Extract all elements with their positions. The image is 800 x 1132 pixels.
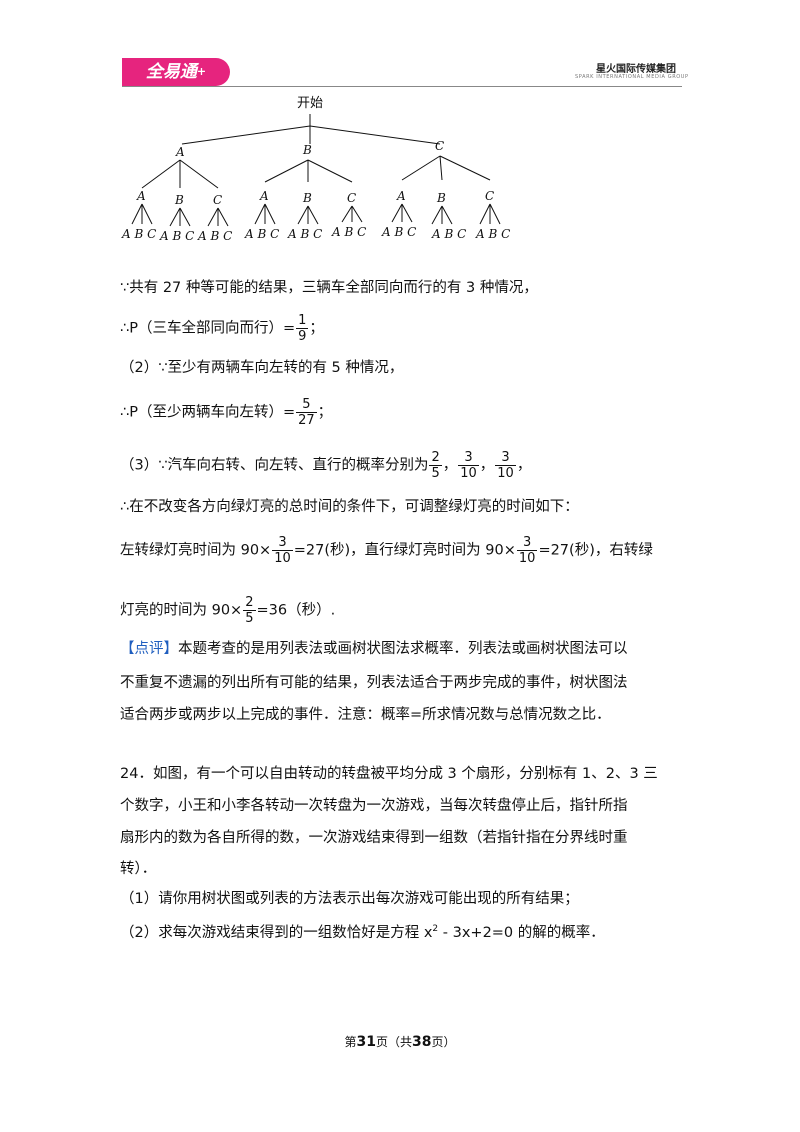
tree-leaf-group: A B C [287, 227, 322, 241]
tree-l2-node: A [396, 189, 406, 203]
fraction-numerator: 3 [516, 535, 538, 551]
fraction-numerator: 3 [272, 535, 293, 551]
brand-logo: 全易通+ [122, 58, 230, 86]
probability-tree-diagram: 开始 A B C A B C A B C A B C A B C A B C A… [121, 96, 510, 243]
line-text: ， [516, 457, 532, 474]
comment-line: 不重复不遗漏的列出所有可能的结果，列表法适合于两步完成的事件，树状图法 [120, 675, 628, 691]
tree-leaf-group: A B C [381, 225, 416, 239]
line-text: ； [317, 404, 333, 421]
comment-line: 适合两步或两步以上完成的事件．注意：概率=所求情况数与总情况数之比． [120, 707, 611, 723]
fraction-numerator: 2 [429, 450, 442, 466]
tree-branches [131, 114, 501, 227]
line-text: ∴P（三车全部同向而行）= [120, 320, 296, 337]
question-part-1: （1）请你用树状图或列表的方法表示出每次游戏可能出现的所有结果； [120, 891, 579, 907]
publisher-name: 星火国际传媒集团 [596, 64, 676, 75]
tree-l2-node: B [302, 191, 312, 205]
footer-text: 页） [431, 1035, 456, 1049]
tree-leaf-group: A B C [244, 227, 279, 241]
fraction-denominator: 10 [518, 551, 536, 566]
tree-leaf-group: A B C [475, 227, 510, 241]
line-text: （2）求每次游戏结束得到的一组数恰好是方程 x [120, 924, 433, 941]
comment-line: 【点评】本题考查的是用列表法或画树状图法求概率．列表法或画树状图法可以 [120, 638, 628, 660]
total-pages: 38 [412, 1034, 432, 1050]
tree-l1-node: C [435, 139, 444, 153]
fraction-denominator: 5 [245, 611, 254, 626]
line-text: =27(秒)，直行绿灯亮时间为 90× [293, 542, 516, 559]
line-text: - 3x+2=0 的解的概率． [438, 924, 605, 941]
page-number: 第31页（共38页） [0, 1033, 800, 1050]
line-text: ； [309, 320, 324, 337]
tree-l2-node: C [347, 191, 356, 205]
fraction-denominator: 10 [274, 551, 291, 566]
publisher-subtitle: SPARK INTERNATIONAL MEDIA GROUP [575, 74, 689, 80]
fraction-numerator: 3 [495, 450, 516, 466]
tree-leaf-group: A B C [121, 227, 156, 241]
line-text: =36（秒）. [256, 602, 336, 619]
question-line: 24．如图，有一个可以自由转动的转盘被平均分成 3 个扇形，分别标有 1、2、3… [120, 766, 658, 782]
solution-line: （2）∵至少有两辆车向左转的有 5 种情况， [120, 360, 404, 376]
comment-tag: 【点评】 [120, 641, 178, 657]
fraction-numerator: 5 [296, 397, 317, 413]
tree-l2-node: C [485, 189, 494, 203]
fraction-denominator: 10 [497, 466, 514, 481]
tree-leaf-group: A B C [431, 227, 466, 241]
fraction-numerator: 1 [296, 313, 309, 329]
tree-l2-node: B [174, 193, 184, 207]
logo-plus: + [196, 65, 207, 78]
fraction-denominator: 10 [460, 466, 477, 481]
solution-line: ∵共有 27 种等可能的结果，三辆车全部同向而行的有 3 种情况， [120, 280, 538, 296]
line-text: ， [479, 457, 495, 474]
footer-text: 第 [344, 1035, 357, 1049]
tree-l2-node: C [213, 193, 222, 207]
line-text: 左转绿灯亮时间为 90× [120, 542, 272, 559]
solution-line: ∴在不改变各方向绿灯亮的总时间的条件下，可调整绿灯亮的时间如下： [120, 499, 579, 515]
question-part-2: （2）求每次游戏结束得到的一组数恰好是方程 x2 - 3x+2=0 的解的概率． [120, 918, 605, 944]
fraction-numerator: 2 [243, 595, 256, 611]
tree-l1-node: B [302, 143, 312, 157]
question-line: 个数字，小王和小李各转动一次转盘为一次游戏，当每次转盘停止后，指针所指 [120, 798, 628, 814]
superscript: 2 [432, 924, 439, 934]
tree-l1-node: A [175, 145, 185, 159]
tree-leaf-group: A B C [159, 229, 194, 243]
comment-text: 本题考查的是用列表法或画树状图法求概率．列表法或画树状图法可以 [178, 641, 628, 657]
line-text: ， [442, 457, 458, 474]
logo-text: 全易通 [145, 62, 197, 82]
fraction-denominator: 27 [298, 413, 315, 428]
line-text: =27(秒)，右转绿 [538, 542, 653, 559]
line-text: ∴P（至少两辆车向左转）= [120, 404, 296, 421]
fraction-numerator: 3 [458, 450, 479, 466]
fraction-denominator: 5 [431, 466, 440, 481]
tree-l2-node: A [136, 189, 146, 203]
tree-root-label: 开始 [297, 96, 323, 111]
current-page: 31 [356, 1034, 376, 1050]
tree-leaf-group: A B C [331, 225, 366, 239]
line-text: 灯亮的时间为 90× [120, 602, 243, 619]
question-line: 转）． [120, 861, 157, 877]
tree-l2-node: B [436, 191, 446, 205]
tree-l2-node: A [259, 189, 269, 203]
header-divider [122, 86, 682, 87]
tree-leaf-group: A B C [197, 229, 232, 243]
question-line: 扇形内的数为各自所得的数，一次游戏结束得到一组数（若指针指在分界线时重 [120, 830, 628, 846]
fraction-denominator: 9 [298, 329, 307, 344]
line-text: （3）∵汽车向右转、向左转、直行的概率分别为 [120, 457, 429, 474]
footer-text: 页（共 [375, 1035, 412, 1049]
